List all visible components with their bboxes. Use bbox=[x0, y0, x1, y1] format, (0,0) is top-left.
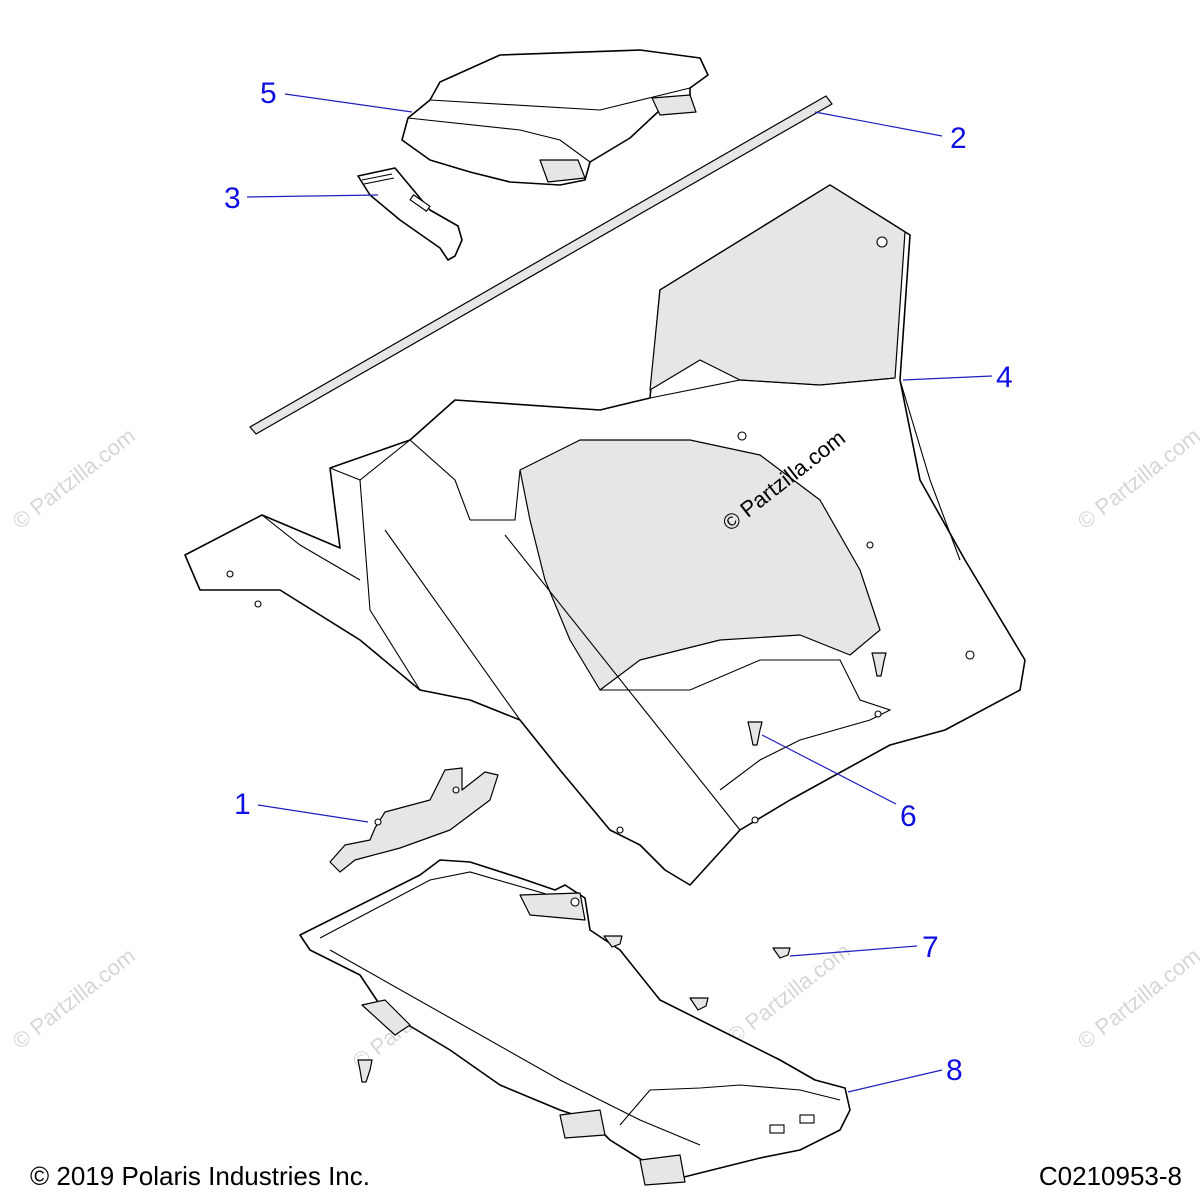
callout-2: 2 bbox=[950, 122, 967, 155]
mount-hole bbox=[965, 650, 975, 660]
watermark-left-lower: © Partzilla.com bbox=[8, 943, 140, 1054]
callout-7: 7 bbox=[922, 931, 939, 964]
callout-5: 5 bbox=[260, 77, 277, 110]
watermark-center-lower: © Partzilla.com bbox=[723, 938, 855, 1049]
callout-3: 3 bbox=[224, 182, 241, 215]
leader-3 bbox=[246, 194, 379, 198]
watermark-left-upper: © Partzilla.com bbox=[8, 423, 140, 534]
callout-1: 1 bbox=[234, 788, 251, 821]
leader-2 bbox=[814, 111, 943, 137]
leader-4 bbox=[902, 375, 993, 381]
callout-4: 4 bbox=[996, 361, 1013, 394]
tray-hole bbox=[570, 897, 580, 907]
bracket-hole bbox=[374, 818, 382, 826]
part-1-bracket bbox=[329, 767, 499, 873]
leader-8 bbox=[847, 1069, 943, 1093]
part-5-cover bbox=[401, 49, 709, 186]
mount-hole bbox=[751, 816, 759, 824]
drawing-code: C0210953-8 bbox=[1038, 1161, 1182, 1191]
tray-slot bbox=[769, 1124, 785, 1134]
mount-hole bbox=[737, 431, 747, 441]
part-6-rivets bbox=[747, 652, 887, 746]
part-3-strap bbox=[357, 167, 463, 261]
leader-1 bbox=[257, 804, 369, 823]
copyright-text: © 2019 Polaris Industries Inc. bbox=[30, 1161, 370, 1191]
callout-6: 6 bbox=[900, 800, 917, 833]
mount-hole bbox=[616, 826, 624, 834]
bracket-hole bbox=[452, 786, 460, 794]
strap-slot bbox=[409, 194, 431, 212]
mount-hole bbox=[866, 541, 874, 549]
watermark-right-lower: © Partzilla.com bbox=[1073, 943, 1200, 1054]
leader-5 bbox=[284, 93, 413, 113]
mount-hole bbox=[226, 570, 234, 578]
leader-lines bbox=[246, 93, 993, 1093]
mount-hole bbox=[876, 236, 888, 248]
callout-8: 8 bbox=[946, 1054, 963, 1087]
leader-6 bbox=[761, 734, 897, 805]
part-7-rivets bbox=[357, 935, 791, 1083]
part-8-tray bbox=[299, 859, 851, 1186]
part-2-strip bbox=[249, 95, 833, 435]
watermark-right-upper: © Partzilla.com bbox=[1073, 423, 1200, 534]
leader-7 bbox=[789, 945, 918, 957]
mount-hole bbox=[254, 600, 262, 608]
mount-hole bbox=[874, 710, 882, 718]
tray-slot bbox=[799, 1114, 815, 1124]
part-4-floor-panel bbox=[184, 184, 1026, 886]
callout-labels: 1 2 3 4 5 6 7 8 bbox=[224, 77, 1013, 1087]
